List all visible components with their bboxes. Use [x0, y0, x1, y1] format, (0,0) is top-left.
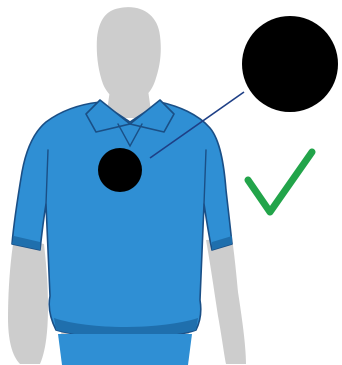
- enlarged-marker-callout: [242, 16, 338, 112]
- head: [97, 7, 161, 102]
- chest-placement-marker: [98, 148, 142, 192]
- waist-band: [58, 334, 192, 365]
- right-arm: [206, 238, 246, 364]
- check-mark-icon: [248, 152, 312, 212]
- left-arm: [8, 238, 48, 364]
